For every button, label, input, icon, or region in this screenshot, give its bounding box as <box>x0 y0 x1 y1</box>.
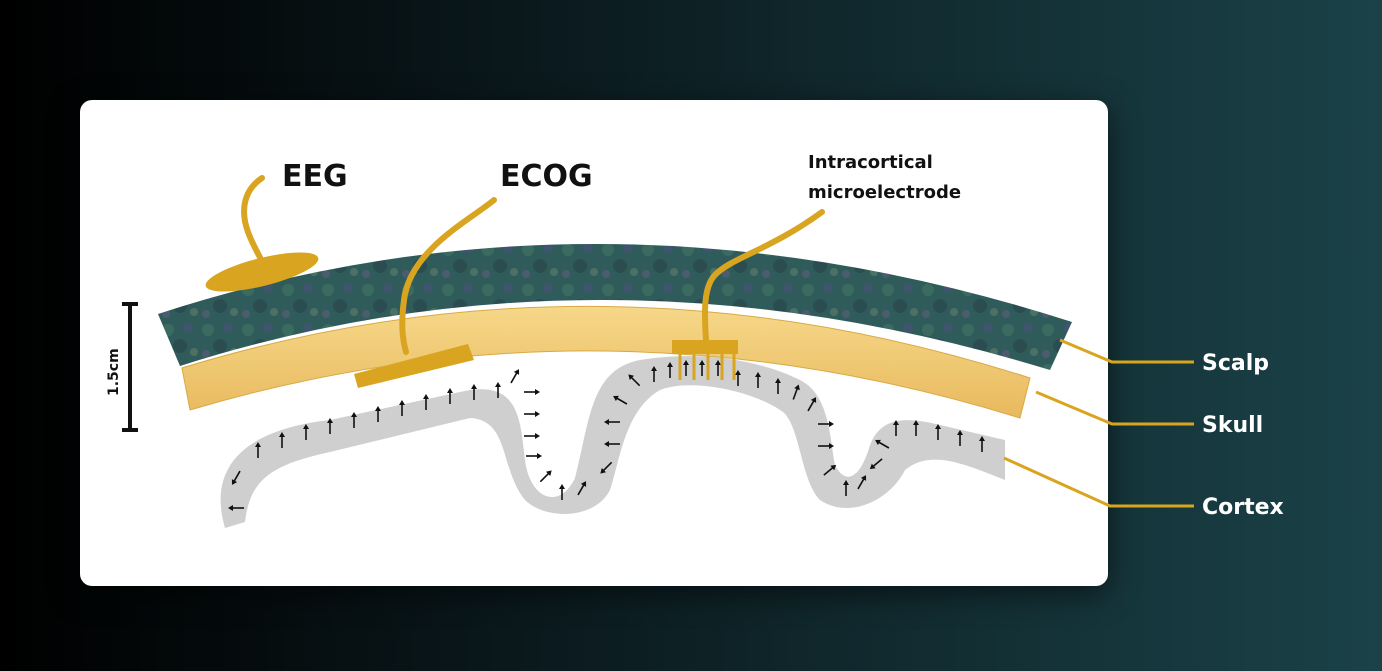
scalp-label: Scalp <box>1202 351 1269 376</box>
scale-bar <box>122 304 138 430</box>
intracortical-label-line1: Intracortical <box>808 152 933 173</box>
skull-label: Skull <box>1202 413 1263 438</box>
eeg-label: EEG <box>282 159 348 194</box>
cortex-label: Cortex <box>1202 495 1284 520</box>
ecog-label: ECOG <box>500 159 593 194</box>
scale-label: 1.5cm <box>106 348 122 396</box>
intracortical-label-line2: microelectrode <box>808 182 961 203</box>
leader-lines <box>1004 340 1194 506</box>
